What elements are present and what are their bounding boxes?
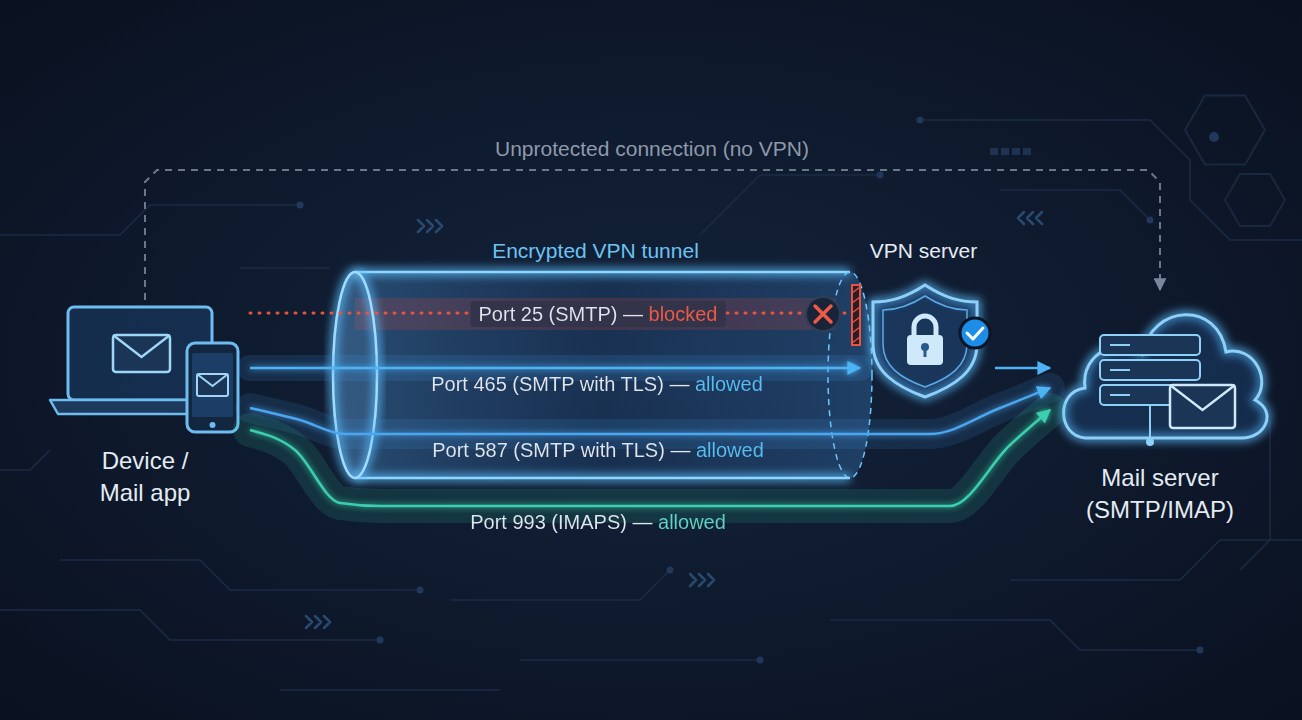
envelope-flap [197,374,228,386]
circuit-lines [520,659,760,661]
vpn-server: VPN server [860,236,995,406]
allowed-port-line [250,367,860,370]
envelope-flap [1170,385,1235,410]
chevron-decor [1018,212,1042,224]
block-marker [806,297,840,331]
circuit-lines [280,689,500,691]
mail-server: Mail server (SMTP/IMAP) [1050,290,1270,530]
block-marker [806,297,840,331]
check-mark [967,328,983,339]
circuit-lines [700,175,880,235]
forwarded-line [995,367,1050,370]
edge-label-box: Port 993 (IMAPS) — allowed [462,509,734,535]
node-label: Encrypted VPN tunnel [333,236,858,266]
block-barrier [852,285,860,345]
circuit-lines [60,560,420,590]
circuit-dots [377,637,384,644]
tunnel-glow [355,272,850,478]
connector-glow [250,410,1050,506]
server-port [1146,438,1154,446]
cloud-glow [1064,315,1267,438]
block-barrier [852,287,860,343]
circuit-dots [877,172,884,179]
vpn-tunnel: Encrypted VPN tunnel [333,236,858,482]
circuit-dots [667,567,674,574]
blocked-band [355,298,835,330]
tunnel-edge [355,272,850,478]
phone-button [210,422,216,428]
circuit-lines [450,570,670,600]
node-label: Device / Mail app [80,445,210,509]
circuit-dots [297,202,304,209]
circuit-lines [0,610,380,640]
hexagon-decor [1185,95,1265,164]
envelope-icon [197,374,228,396]
connectors [145,170,1160,506]
connector-glow [250,355,860,381]
tunnel-body [333,272,872,478]
chevron-decor [690,574,714,586]
envelope-flap [113,335,170,357]
block-barrier [852,285,860,345]
phone-body [187,343,238,432]
circuit-lines [1240,420,1270,570]
tunnel-glow [333,272,377,478]
tunnel-end [828,272,872,478]
circuit-dots [1209,132,1219,142]
allowed-port-line [250,388,1050,434]
server-stand [1149,405,1151,438]
connector-label: Unprotected connection (no VPN) [495,135,809,162]
device-shape [50,300,250,510]
dash-decor [990,148,1031,155]
tunnel-mouth [333,272,377,478]
cloud-shape [1050,290,1270,530]
node-label: Mail server (SMTP/IMAP) [1075,462,1245,526]
lock-shackle [914,316,936,336]
circuit-lines [920,120,1302,240]
circuit-lines [0,450,50,470]
connector-glow [250,388,1050,434]
blocked-port-line [250,311,858,314]
circuit-lines [240,267,330,269]
circuit-lines [0,205,300,235]
shield-inner [883,296,967,387]
circuit-lines [1000,190,1150,220]
circuit-dots [1197,647,1204,654]
circuit-dots [917,117,924,124]
envelope-icon [1170,385,1235,428]
check-badge [960,318,990,348]
chevron-decor [418,220,442,232]
block-marker [815,306,831,322]
edge-label-box: Unprotected connection (no VPN) [487,135,817,162]
device-node: Device / Mail app [50,300,250,510]
dash-decor [990,148,998,155]
dash-decor [1023,148,1031,155]
chevron-decor [306,616,330,628]
circuit-lines [0,120,1302,690]
phone-screen [192,353,233,417]
server-slot [1110,345,1130,395]
connector-label: Port 993 (IMAPS) — allowed [470,509,726,535]
circuit-lines [830,620,1200,650]
circuit-lines [1010,540,1302,580]
lock-body [907,335,943,365]
circuit-dots [757,657,764,664]
circuit-dots [417,587,424,594]
connector-glows [250,368,1050,506]
hexagon-decor [1185,95,1285,226]
tunnel-shape [333,236,858,482]
dash-decor [1001,148,1009,155]
hexagon-decor [1225,174,1285,226]
lock-keyhole [924,348,927,357]
cloud-outline [1064,315,1267,438]
node-label: VPN server [836,236,1011,266]
allowed-port-line [250,410,1050,506]
dash-decor [1012,148,1020,155]
circuit-dots [1147,217,1154,224]
unprotected-connection [145,170,1160,300]
chevron-decor [306,212,1042,628]
envelope-icon [113,335,170,372]
